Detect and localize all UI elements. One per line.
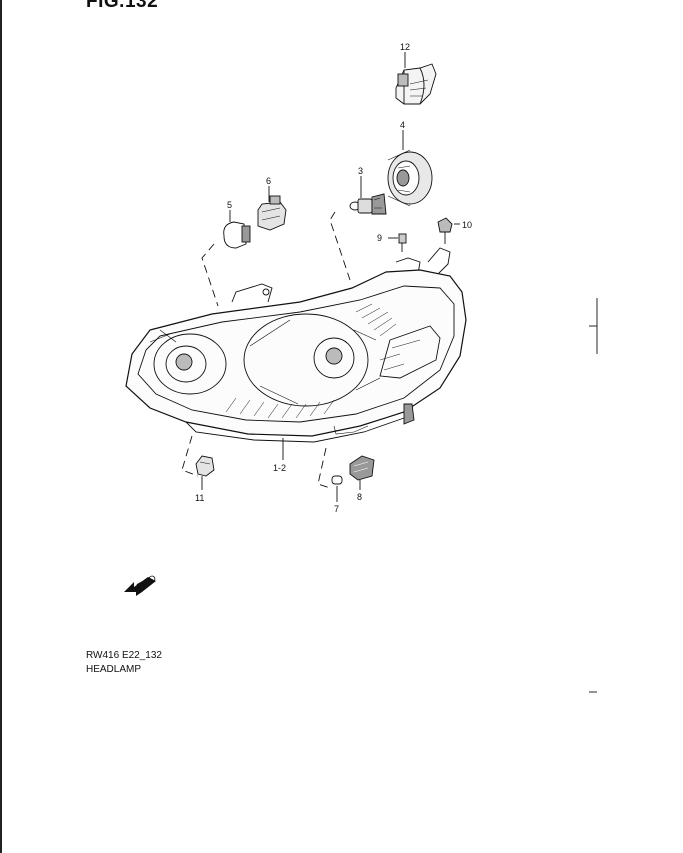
wedge-socket-part xyxy=(195,455,215,477)
binding-marks xyxy=(589,298,598,693)
assembly-dash-lines xyxy=(181,211,351,489)
figure-code: RW416 E22_132 xyxy=(86,650,162,661)
bulb-cover-part xyxy=(387,149,433,207)
side-marker-lamp-part xyxy=(395,63,437,105)
callout-5: 5 xyxy=(227,200,232,210)
callout-1-2: 1-2 xyxy=(273,463,286,473)
clip-part xyxy=(437,217,453,244)
front-arrow-label: FWD xyxy=(135,573,158,592)
left-border-rule xyxy=(0,0,2,853)
bulb-socket-part xyxy=(257,195,287,231)
callout-11: 11 xyxy=(195,493,204,503)
bulb-socket-part-8 xyxy=(349,455,375,481)
callout-8: 8 xyxy=(357,492,362,502)
callout-9: 9 xyxy=(377,233,382,243)
callout-10: 10 xyxy=(462,220,472,230)
callout-12: 12 xyxy=(400,42,410,52)
figure-caption: HEADLAMP xyxy=(86,664,142,675)
front-direction-arrow: FWD xyxy=(124,573,158,596)
figure-title: FIG.132 xyxy=(86,0,159,12)
callout-3: 3 xyxy=(358,166,363,176)
small-bulb-part xyxy=(331,475,343,485)
screw-part xyxy=(398,233,407,252)
callout-6: 6 xyxy=(266,176,271,186)
headlamp-housing-part xyxy=(125,247,467,443)
halogen-bulb-part xyxy=(349,193,387,215)
callout-7: 7 xyxy=(334,504,339,514)
signal-bulb-part xyxy=(223,221,251,249)
callout-4: 4 xyxy=(400,120,405,130)
